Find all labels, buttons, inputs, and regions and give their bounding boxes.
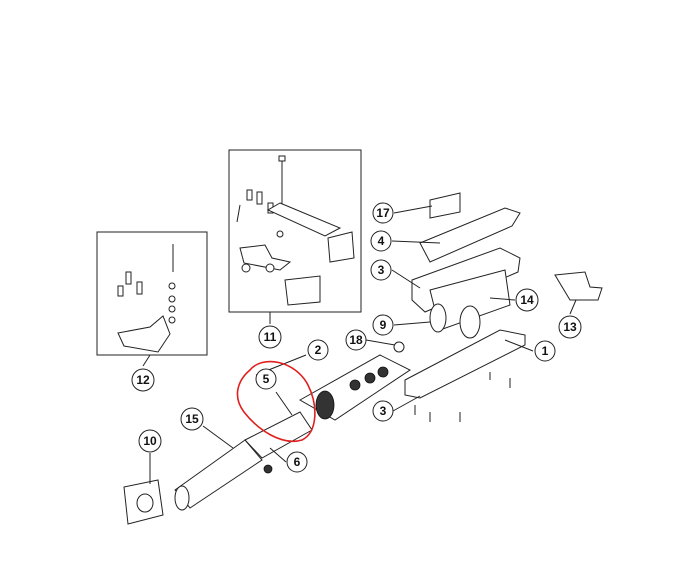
- callout-1: 1: [534, 340, 556, 362]
- callout-4: 4: [370, 230, 392, 252]
- svg-text:14: 14: [520, 293, 534, 307]
- svg-text:4: 4: [378, 234, 385, 248]
- svg-text:1: 1: [542, 344, 549, 358]
- svg-text:5: 5: [263, 372, 270, 386]
- callout-12: 12: [131, 368, 155, 392]
- callout-13: 13: [558, 315, 582, 339]
- callout-17: 17: [372, 202, 394, 224]
- callout-15: 15: [180, 407, 204, 431]
- svg-text:17: 17: [376, 206, 390, 220]
- callout-9: 9: [372, 314, 394, 336]
- svg-text:13: 13: [563, 320, 577, 334]
- highlight-circle: [236, 360, 316, 443]
- kit-box-12: [96, 231, 208, 367]
- svg-text:18: 18: [349, 333, 363, 347]
- callout-3-lower: 3: [372, 400, 394, 422]
- actuator-assembly: [123, 192, 603, 525]
- svg-text:10: 10: [143, 434, 157, 448]
- svg-text:3: 3: [380, 404, 387, 418]
- svg-text:11: 11: [264, 330, 277, 344]
- callouts: 17 4 3 9 18 2 5 14 13 1 3 6 15 10 11 12: [131, 202, 582, 473]
- callout-18: 18: [345, 329, 367, 351]
- kit-box-11: [228, 149, 362, 324]
- callout-5: 5: [255, 368, 277, 390]
- svg-text:9: 9: [380, 318, 387, 332]
- leader-lines: [149, 205, 577, 484]
- callout-3-upper: 3: [370, 259, 392, 281]
- callout-6: 6: [286, 451, 308, 473]
- svg-text:6: 6: [294, 455, 301, 469]
- svg-text:2: 2: [315, 343, 322, 357]
- callout-2: 2: [307, 339, 329, 361]
- svg-text:3: 3: [378, 263, 385, 277]
- callout-10: 10: [138, 429, 162, 453]
- svg-text:15: 15: [185, 412, 199, 426]
- svg-text:12: 12: [136, 373, 150, 387]
- callout-14: 14: [515, 288, 539, 312]
- callout-11: 11: [258, 325, 282, 349]
